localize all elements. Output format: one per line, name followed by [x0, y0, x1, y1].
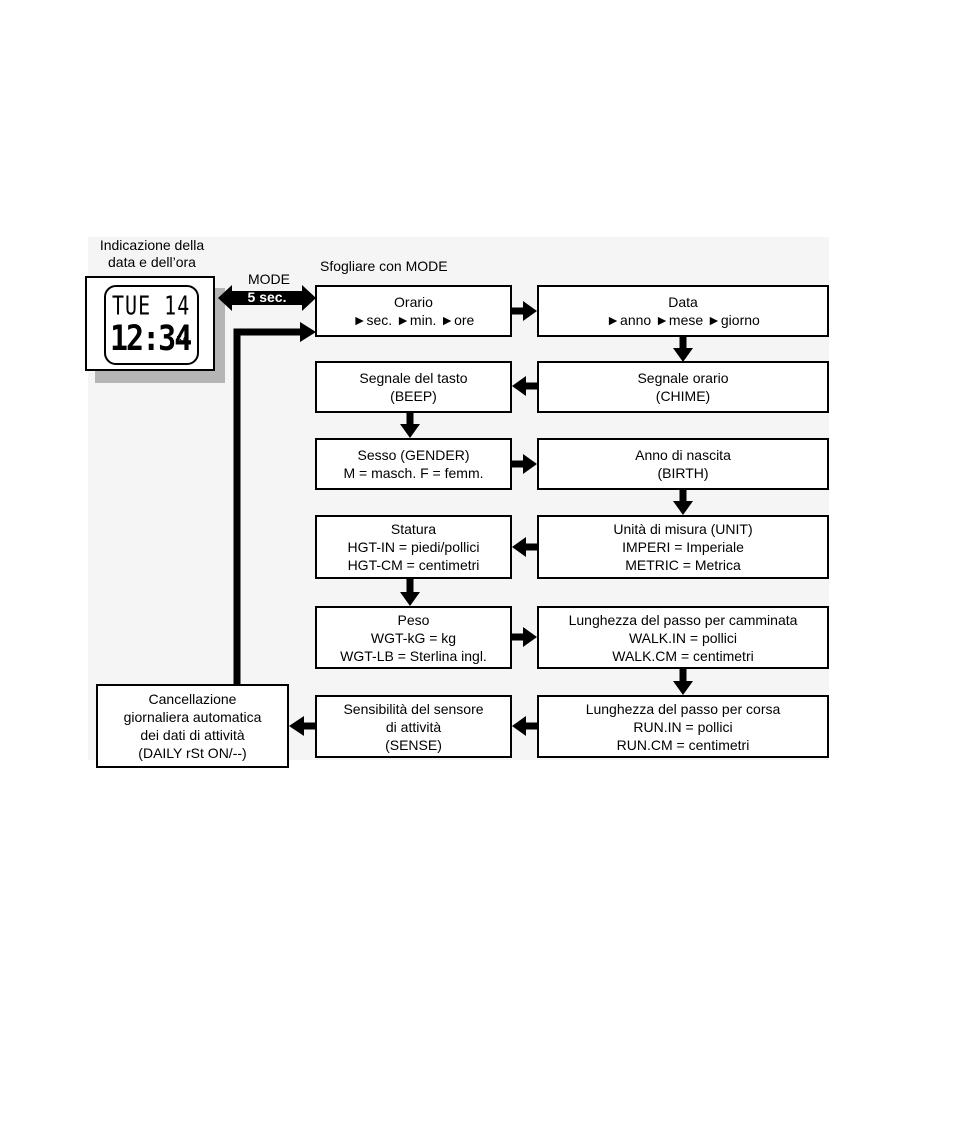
step-run-title: Lunghezza del passo per corsa — [585, 700, 781, 717]
step-beep-code: (BEEP) — [390, 388, 437, 404]
arrow-orario-data — [523, 301, 537, 321]
step-chime-code: (CHIME) — [655, 388, 711, 404]
watch-display-icon: TUE 14 12:34 56 — [85, 276, 215, 371]
mode-label: MODE — [248, 271, 290, 287]
step-walk-option1: WALK.IN = pollici — [628, 629, 737, 646]
step-reset: Cancellazione giornaliera automatica dei… — [96, 684, 289, 768]
step-statura: Statura HGT-IN = piedi/pollici HGT-CM = … — [315, 515, 512, 579]
arrow-sense-reset — [289, 716, 304, 736]
arrow-chime-beep — [512, 376, 526, 396]
lcd-seconds: 56 — [176, 334, 190, 347]
step-reset-line2: giornaliera automatica — [123, 709, 262, 725]
lcd-day-date: TUE 14 — [112, 290, 191, 322]
arrow-peso-walk — [523, 627, 537, 647]
arrow-unit-statura — [512, 537, 526, 557]
flow-header: Sfogliare con MODE — [320, 258, 448, 274]
step-sense-title: Sensibilità del sensore — [343, 700, 484, 717]
step-sense-code: (SENSE) — [385, 736, 442, 753]
mode-double-arrow — [218, 285, 316, 311]
step-peso-option1: WGT-kG = kg — [370, 629, 457, 646]
step-peso-title: Peso — [397, 611, 430, 628]
watch-caption: Indicazione della data e dell’ora — [82, 237, 222, 271]
step-unit-title: Unità di misura (UNIT) — [613, 521, 753, 537]
step-peso: Peso WGT-kG = kg WGT-LB = Sterlina ingl. — [315, 606, 512, 669]
arrow-gender-birth — [523, 454, 537, 474]
step-sense: Sensibilità del sensore di attività (SEN… — [315, 695, 512, 758]
step-reset-code: (DAILY rSt ON/--) — [138, 745, 247, 761]
return-line — [233, 328, 300, 688]
step-gender-title: Sesso (GENDER) — [357, 447, 470, 463]
return-arrowhead — [300, 322, 316, 342]
step-chime: Segnale orario (CHIME) — [537, 361, 829, 413]
step-chime-title: Segnale orario — [637, 370, 729, 386]
step-walk: Lunghezza del passo per camminata WALK.I… — [537, 606, 829, 669]
step-run-option2: RUN.CM = centimetri — [616, 736, 750, 753]
step-sense-line2: di attività — [385, 718, 442, 735]
step-statura-title: Statura — [390, 521, 437, 537]
step-unit: Unità di misura (UNIT) IMPERI = Imperial… — [537, 515, 829, 579]
step-reset-line3: dei dati di attività — [140, 727, 245, 743]
mode-duration: 5 sec. — [247, 289, 287, 305]
arrow-statura-peso — [400, 592, 420, 606]
watch-caption-line1: Indicazione della — [99, 237, 205, 253]
arrow-birth-unit — [673, 501, 693, 515]
step-orario: Orario ►sec. ►min. ►ore — [315, 285, 512, 337]
step-gender-detail: M = masch. F = femm. — [343, 465, 484, 481]
step-orario-title: Orario — [394, 294, 433, 310]
step-beep-title: Segnale del tasto — [359, 370, 468, 386]
step-gender: Sesso (GENDER) M = masch. F = femm. — [315, 438, 512, 490]
step-statura-option2: HGT-CM = centimetri — [347, 557, 480, 573]
step-walk-option2: WALK.CM = centimetri — [612, 647, 754, 664]
step-walk-title: Lunghezza del passo per camminata — [568, 611, 798, 628]
step-birth-code: (BIRTH) — [657, 465, 709, 481]
step-unit-option2: METRIC = Metrica — [625, 557, 741, 573]
step-data-title: Data — [668, 294, 698, 310]
step-data: Data ►anno ►mese ►giorno — [537, 285, 829, 337]
step-birth: Anno di nascita (BIRTH) — [537, 438, 829, 490]
step-orario-detail: ►sec. ►min. ►ore — [352, 312, 475, 328]
step-statura-option1: HGT-IN = piedi/pollici — [347, 539, 480, 555]
arrow-beep-gender — [400, 424, 420, 438]
arrow-walk-run — [673, 681, 693, 695]
arrow-run-sense — [512, 716, 526, 736]
step-peso-option2: WGT-LB = Sterlina ingl. — [340, 647, 487, 664]
step-reset-title: Cancellazione — [148, 691, 237, 707]
step-birth-title: Anno di nascita — [635, 447, 731, 463]
lcd-screen: TUE 14 12:34 56 — [104, 285, 199, 365]
step-data-detail: ►anno ►mese ►giorno — [606, 312, 760, 328]
step-run: Lunghezza del passo per corsa RUN.IN = p… — [537, 695, 829, 758]
watch-caption-line2: data e dell’ora — [108, 254, 196, 270]
arrow-data-chime — [673, 348, 693, 362]
step-run-option1: RUN.IN = pollici — [633, 718, 733, 735]
step-beep: Segnale del tasto (BEEP) — [315, 361, 512, 413]
lcd-time: 12:34 — [110, 319, 192, 360]
step-unit-option1: IMPERI = Imperiale — [622, 539, 744, 555]
